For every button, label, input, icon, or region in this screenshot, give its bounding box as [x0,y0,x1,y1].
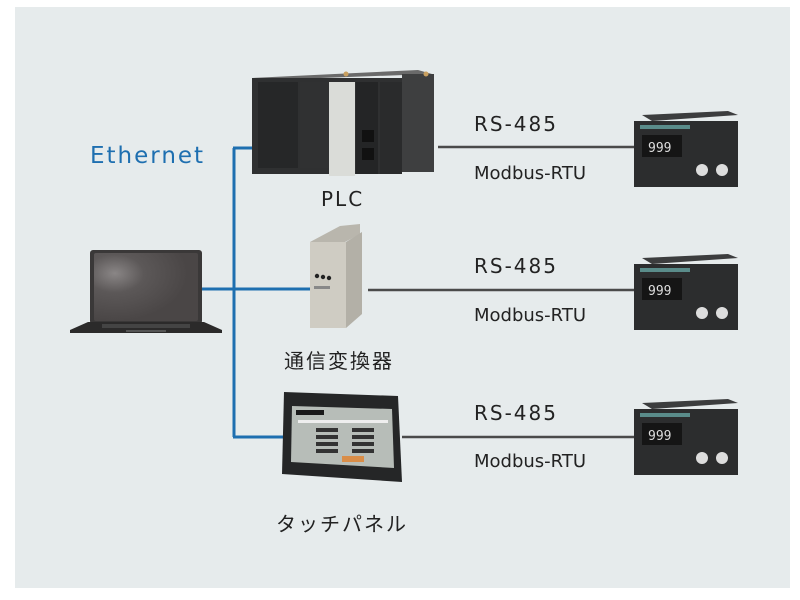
protocol-label-3: RS-485 [474,401,558,425]
converter-label: 通信変換器 [284,349,394,373]
touch-panel-label: タッチパネル [276,512,408,536]
plc-icon [252,70,434,176]
plc-label: PLC [321,187,365,211]
terminal-device-3: 999 [634,399,738,475]
protocol-label-1: RS-485 [474,112,558,136]
terminal-device-icon: 999 [634,254,738,330]
converter-icon [310,224,362,328]
display-readout: 999 [648,284,671,299]
sub-protocol-label-1: Modbus-RTU [474,163,587,184]
protocol-label-2: RS-485 [474,254,558,278]
terminal-device-icon: 999 [634,111,738,187]
sub-protocol-label-2: Modbus-RTU [474,305,587,326]
terminal-device-icon: 999 [634,399,738,475]
ethernet-label: Ethernet [90,143,206,169]
terminal-device-2: 999 [634,254,738,330]
display-readout: 999 [648,141,671,156]
terminal-device-1: 999 [634,111,738,187]
laptop-icon [70,250,222,333]
sub-protocol-label-3: Modbus-RTU [474,451,587,472]
touch-panel-icon [282,392,402,482]
display-readout: 999 [648,429,671,444]
